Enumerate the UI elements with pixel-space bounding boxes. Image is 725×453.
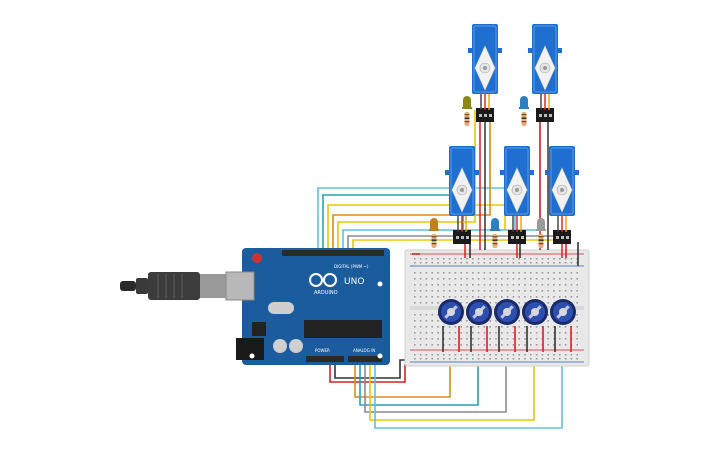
servo-motor xyxy=(445,146,479,244)
potentiometer xyxy=(438,299,464,325)
resistor xyxy=(521,112,527,126)
power-label: POWER xyxy=(315,348,330,353)
model-label: UNO xyxy=(344,277,364,287)
brand-label: ARDUINO xyxy=(314,290,338,296)
leds xyxy=(429,96,546,248)
potentiometer xyxy=(466,299,492,325)
analog-wires xyxy=(329,340,563,429)
power-jack xyxy=(236,338,264,360)
wire-orange-top xyxy=(332,110,491,250)
servo-wires xyxy=(464,120,563,258)
resistor xyxy=(492,234,498,248)
small-chip xyxy=(252,322,266,336)
usb-cable-tip xyxy=(120,281,136,291)
servo-motor xyxy=(500,146,534,244)
servo-motor xyxy=(528,24,562,122)
usb-cable xyxy=(120,272,226,300)
breadboard-jumpers xyxy=(412,242,579,352)
servo-motor xyxy=(545,146,579,244)
usb-plug-metal xyxy=(200,274,226,298)
digital-label: DIGITAL (PWM ~) xyxy=(334,264,369,269)
wire-gray-a2 xyxy=(364,340,507,413)
arduino-logo-icon xyxy=(309,273,337,287)
resistor xyxy=(464,112,470,126)
capacitor-1 xyxy=(273,339,287,353)
analog-label: ANALOG IN xyxy=(353,348,375,353)
usb-port xyxy=(225,271,255,301)
servo-motor xyxy=(468,24,502,122)
reset-button xyxy=(252,253,262,263)
wire-yellow-a3 xyxy=(369,340,535,421)
led xyxy=(462,96,472,109)
digital-header xyxy=(282,250,384,256)
resistor xyxy=(538,234,544,248)
led xyxy=(519,96,529,109)
signal-wires xyxy=(317,110,571,250)
potentiometers xyxy=(438,299,576,325)
crystal xyxy=(268,302,294,314)
analog-header xyxy=(348,356,382,362)
arduino-uno-board: ARDUINO UNO DIGITAL (PWM ~) POWER ANALOG… xyxy=(225,248,390,365)
wire-teal-a1 xyxy=(359,340,479,406)
wire-lightblue-a4 xyxy=(374,340,563,429)
servo-motors xyxy=(445,24,579,244)
resistor xyxy=(431,234,437,248)
potentiometer xyxy=(522,299,548,325)
led xyxy=(429,218,439,231)
atmega-chip xyxy=(304,320,382,338)
potentiometer xyxy=(550,299,576,325)
led xyxy=(536,218,546,231)
potentiometer xyxy=(494,299,520,325)
usb-grip-lines xyxy=(157,274,183,298)
mounting-holes xyxy=(249,281,383,359)
wire-orange-a0 xyxy=(354,340,451,398)
led xyxy=(490,218,500,231)
usb-cable-ferrite xyxy=(136,278,148,294)
wire-yellow-top xyxy=(327,204,506,250)
power-header xyxy=(306,356,344,362)
capacitor-2 xyxy=(289,339,303,353)
